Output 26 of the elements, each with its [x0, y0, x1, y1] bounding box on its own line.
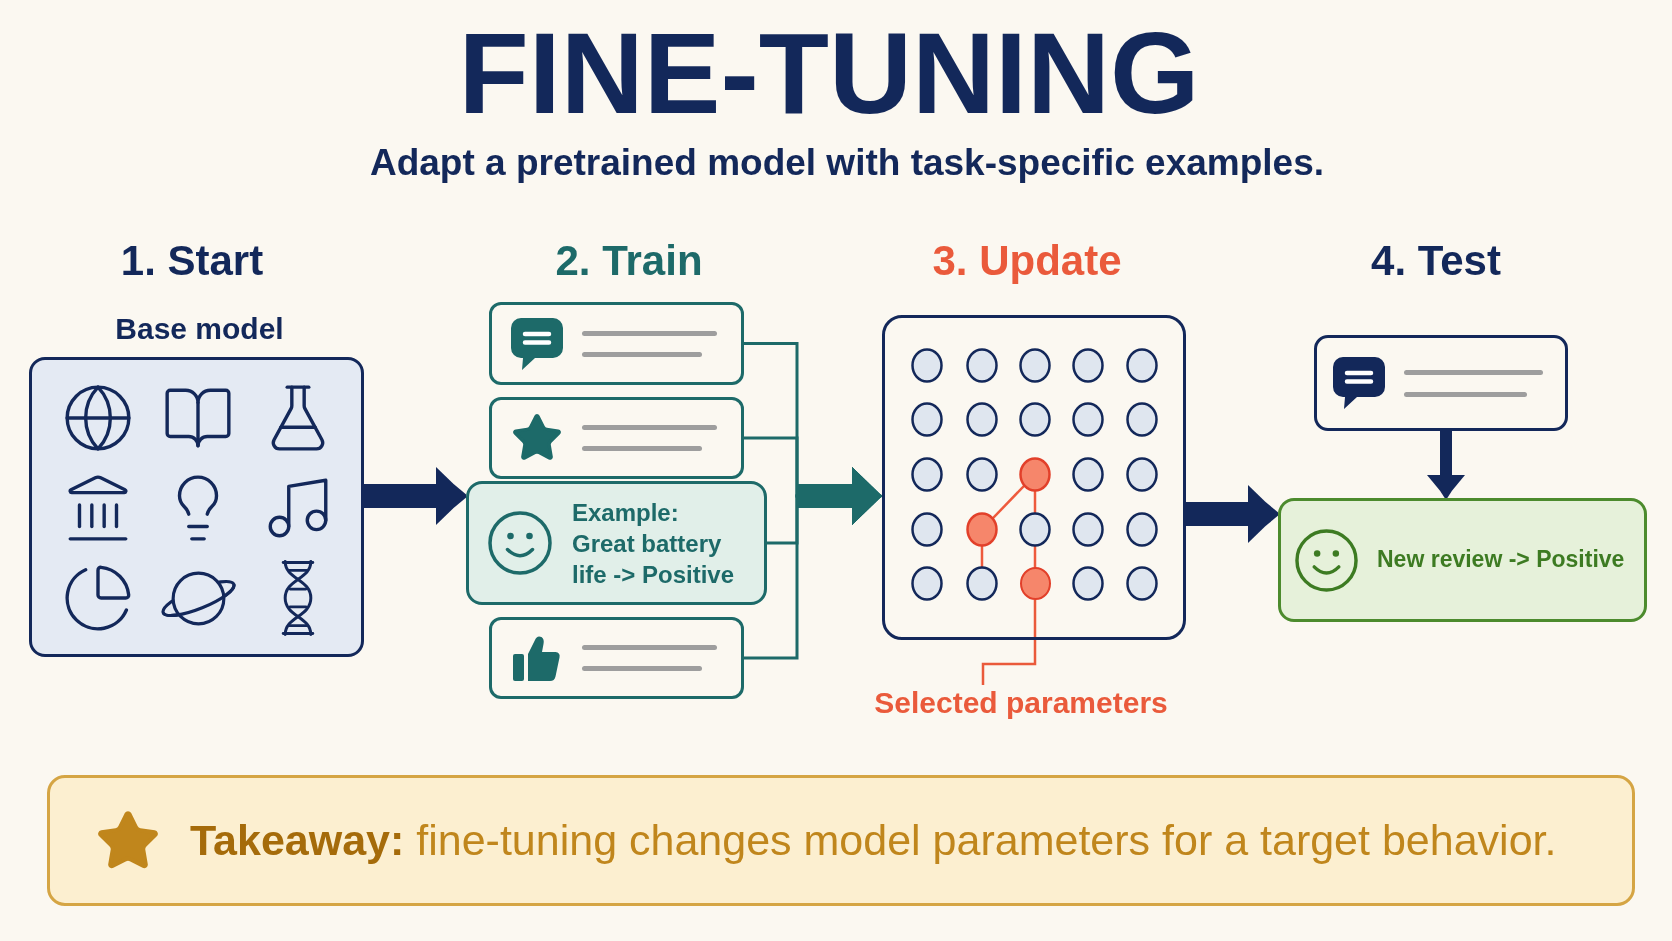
step-heading: 2. Train: [555, 236, 703, 286]
arrow: [364, 467, 466, 525]
step-heading: 4. Test: [1371, 236, 1501, 286]
example-heading: Example:: [572, 497, 680, 528]
arrow: [1427, 431, 1465, 498]
prediction-result-box: [1278, 498, 1647, 622]
example-card: [489, 302, 744, 385]
leader-line: [981, 599, 1037, 685]
subtitle: Adapt a pretrained model with task-specific examples.: [369, 141, 1325, 185]
step-heading: 3. Update: [932, 236, 1122, 286]
example-text: Great battery life -> Positive: [572, 528, 736, 590]
highlighted-example-card: [466, 481, 767, 605]
connector-line: [744, 467, 882, 660]
step-heading: 1. Start: [120, 236, 264, 286]
input-review-card: [1314, 335, 1568, 431]
example-card: [489, 617, 744, 699]
panel-heading: Base model: [115, 311, 284, 346]
arrow: [1186, 485, 1278, 543]
callout-label: Selected parameters: [871, 685, 1171, 720]
title: FINE-TUNING: [458, 15, 1200, 131]
example-card: [489, 397, 744, 479]
result-text: New review -> Positive: [1377, 546, 1625, 574]
takeaway-text: Takeaway: fine-tuning changes model parameters for a target behavior.: [190, 814, 1557, 866]
takeaway-banner: [47, 775, 1635, 906]
parameter-panel: [882, 315, 1186, 640]
selected-parameter-dot: [1019, 566, 1051, 600]
